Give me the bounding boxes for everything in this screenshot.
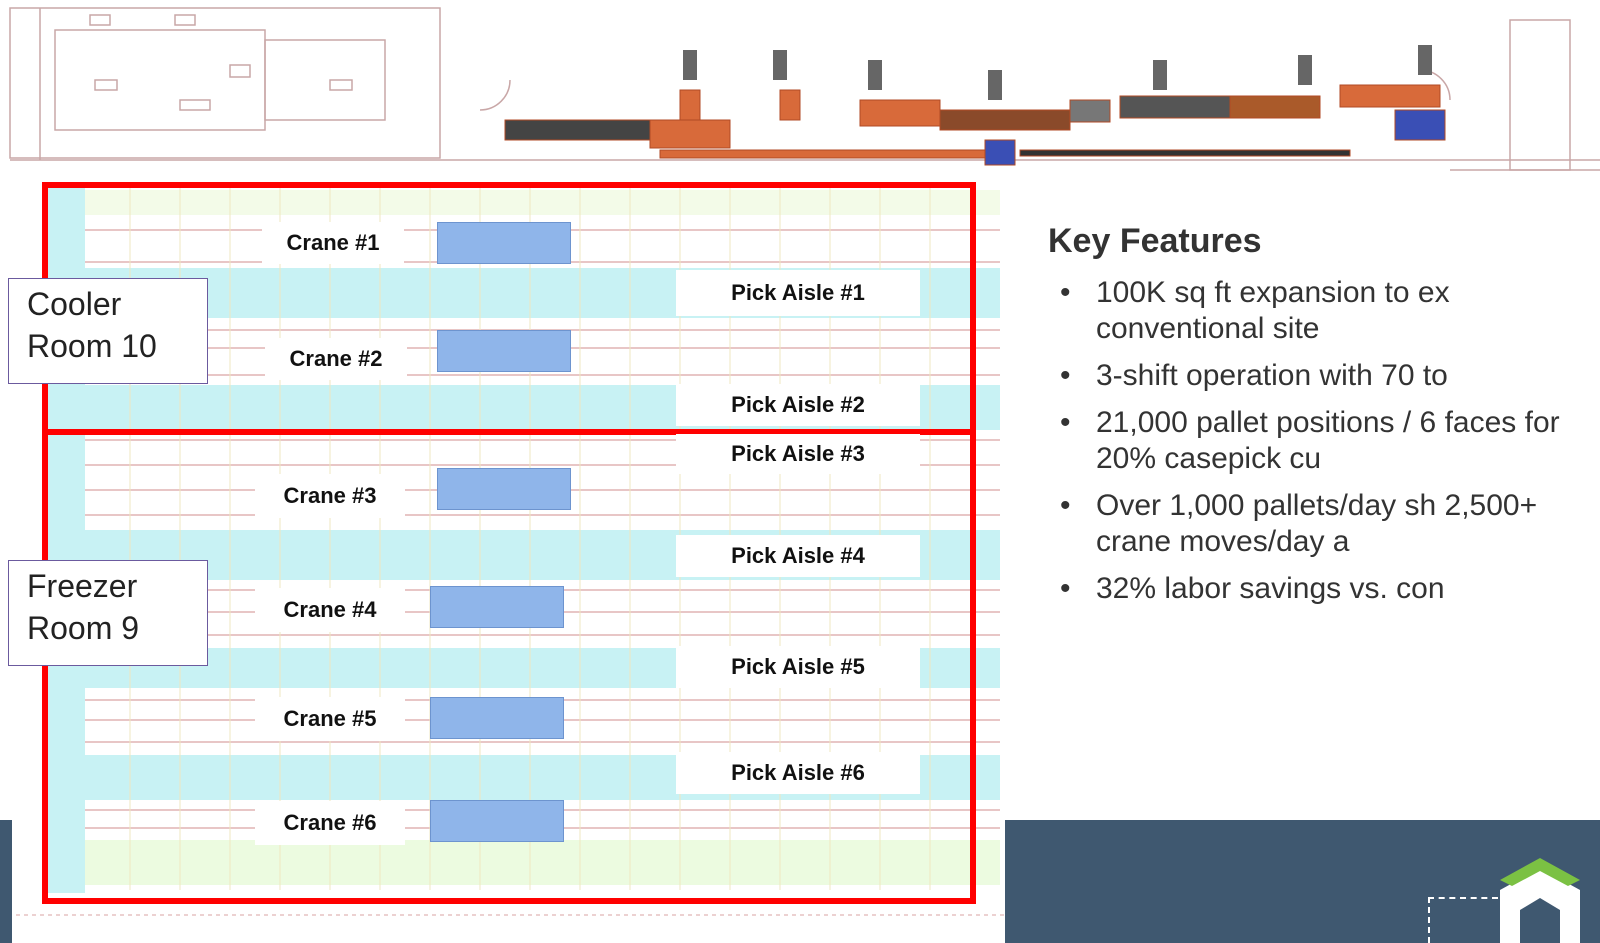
robot-icons: [683, 45, 1432, 100]
pick-aisle-label-6: Pick Aisle #6: [676, 752, 920, 794]
freezer-room-line-1: Freezer: [27, 568, 138, 604]
crane-label-3: Crane #3: [255, 474, 405, 518]
crane-label-2: Crane #2: [265, 338, 407, 380]
feature-item: •32% labor savings vs. con: [1060, 572, 1445, 605]
crane-label-5: Crane #5: [255, 697, 405, 741]
pick-aisle-label-4: Pick Aisle #4: [676, 535, 920, 577]
company-logo-icon: [1500, 858, 1580, 943]
crane-5-graphic: [430, 697, 564, 739]
bullet-icon: •: [1060, 489, 1071, 522]
pick-aisle-label-5: Pick Aisle #5: [676, 646, 920, 688]
logo-dashed-frame: [1428, 897, 1498, 943]
crane-label-4: Crane #4: [255, 588, 405, 632]
bullet-icon: •: [1060, 572, 1071, 605]
feature-item: •3-shift operation with 70 to: [1060, 359, 1448, 392]
cooler-room-line-2: Room 10: [27, 328, 157, 364]
conveyor-line: [504, 84, 1446, 166]
feature-item: •Over 1,000 pallets/day sh 2,500+ crane …: [1060, 489, 1538, 558]
crane-4-graphic: [430, 586, 564, 628]
freezer-room-label: Freezer Room 9: [8, 560, 208, 666]
bullet-icon: •: [1060, 406, 1071, 439]
crane-label-6: Crane #6: [255, 801, 405, 845]
crane-label-1: Crane #1: [262, 222, 404, 264]
freezer-room-line-2: Room 9: [27, 610, 140, 646]
feature-item: •100K sq ft expansion to ex conventional…: [1060, 276, 1450, 345]
building-outline: [9, 7, 1600, 171]
key-features-panel: Key Features •100K sq ft expansion to ex…: [1048, 222, 1600, 618]
crane-6-graphic: [430, 800, 564, 842]
pick-aisle-label-3: Pick Aisle #3: [676, 434, 920, 474]
pick-aisle-label-1: Pick Aisle #1: [676, 270, 920, 316]
key-features-list: •100K sq ft expansion to ex conventional…: [1048, 275, 1600, 607]
crane-2-graphic: [437, 330, 571, 372]
feature-item: •21,000 pallet positions / 6 faces for 2…: [1060, 406, 1560, 475]
pick-aisle-label-2: Pick Aisle #2: [676, 384, 920, 426]
bullet-icon: •: [1060, 276, 1071, 309]
key-features-title: Key Features: [1048, 222, 1262, 260]
bullet-icon: •: [1060, 359, 1071, 392]
crane-1-graphic: [437, 222, 571, 264]
crane-3-graphic: [437, 468, 571, 510]
cooler-room-label: Cooler Room 10: [8, 278, 208, 384]
cooler-room-line-1: Cooler: [27, 286, 122, 322]
